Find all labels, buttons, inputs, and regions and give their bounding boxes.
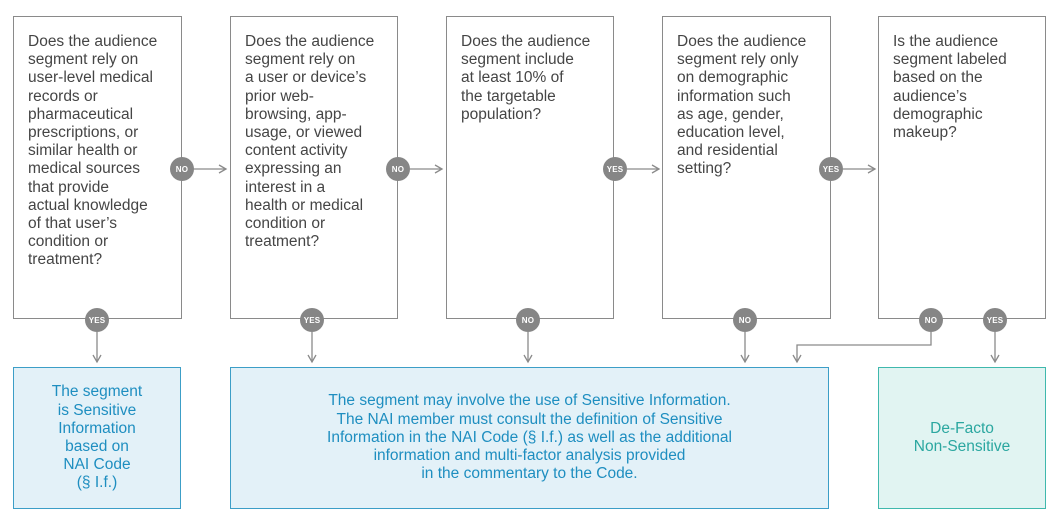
outcome-may-involve-text: The segment may involve the use of Sensi… xyxy=(327,392,732,483)
yes-badge-q2-bottom: YES xyxy=(300,308,324,332)
question-text-3: Does the audience segment include at lea… xyxy=(461,33,591,123)
yes-badge-q4: YES xyxy=(819,157,843,181)
arrow-q5-no-down xyxy=(792,332,932,364)
yes-badge-q3: YES xyxy=(603,157,627,181)
outcome-may-involve-box: The segment may involve the use of Sensi… xyxy=(230,367,829,509)
outcome-sensitive-box: The segment is Sensitive Information bas… xyxy=(13,367,181,509)
yes-badge-q5-bottom: YES xyxy=(983,308,1007,332)
no-badge-q5-bottom: NO xyxy=(919,308,943,332)
no-badge-q2: NO xyxy=(386,157,410,181)
outcome-sensitive-text: The segment is Sensitive Information bas… xyxy=(51,383,143,492)
outcome-de-facto-text: De-Facto Non-Sensitive xyxy=(913,419,1011,455)
outcome-de-facto-box: De-Facto Non-Sensitive xyxy=(878,367,1046,509)
question-box-4: Does the audience segment rely only on d… xyxy=(662,16,831,319)
question-text-2: Does the audience segment rely on a user… xyxy=(245,33,375,251)
question-text-1: Does the audience segment rely on user-l… xyxy=(28,33,158,269)
question-box-5: Is the audience segment labeled based on… xyxy=(878,16,1046,319)
question-box-1: Does the audience segment rely on user-l… xyxy=(13,16,182,319)
no-badge-q4-bottom: NO xyxy=(733,308,757,332)
no-badge-q3-bottom: NO xyxy=(516,308,540,332)
question-text-4: Does the audience segment rely only on d… xyxy=(677,33,807,178)
question-box-3: Does the audience segment include at lea… xyxy=(446,16,614,319)
no-badge-q1: NO xyxy=(170,157,194,181)
yes-badge-q1-bottom: YES xyxy=(85,308,109,332)
question-box-2: Does the audience segment rely on a user… xyxy=(230,16,398,319)
question-text-5: Is the audience segment labeled based on… xyxy=(893,33,1007,142)
